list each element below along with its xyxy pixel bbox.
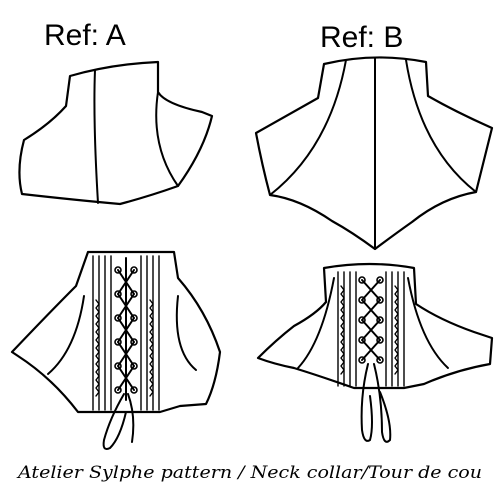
collar-a-back: [10, 250, 222, 450]
collar-a-front: [18, 60, 214, 206]
collar-b-back: [256, 262, 494, 443]
ref-b-label: Ref: B: [320, 21, 403, 54]
caption: Atelier Sylphe pattern / Neck collar/Tou…: [16, 463, 482, 483]
collar-b-front: [254, 56, 494, 251]
ref-a-label: Ref: A: [44, 19, 126, 52]
